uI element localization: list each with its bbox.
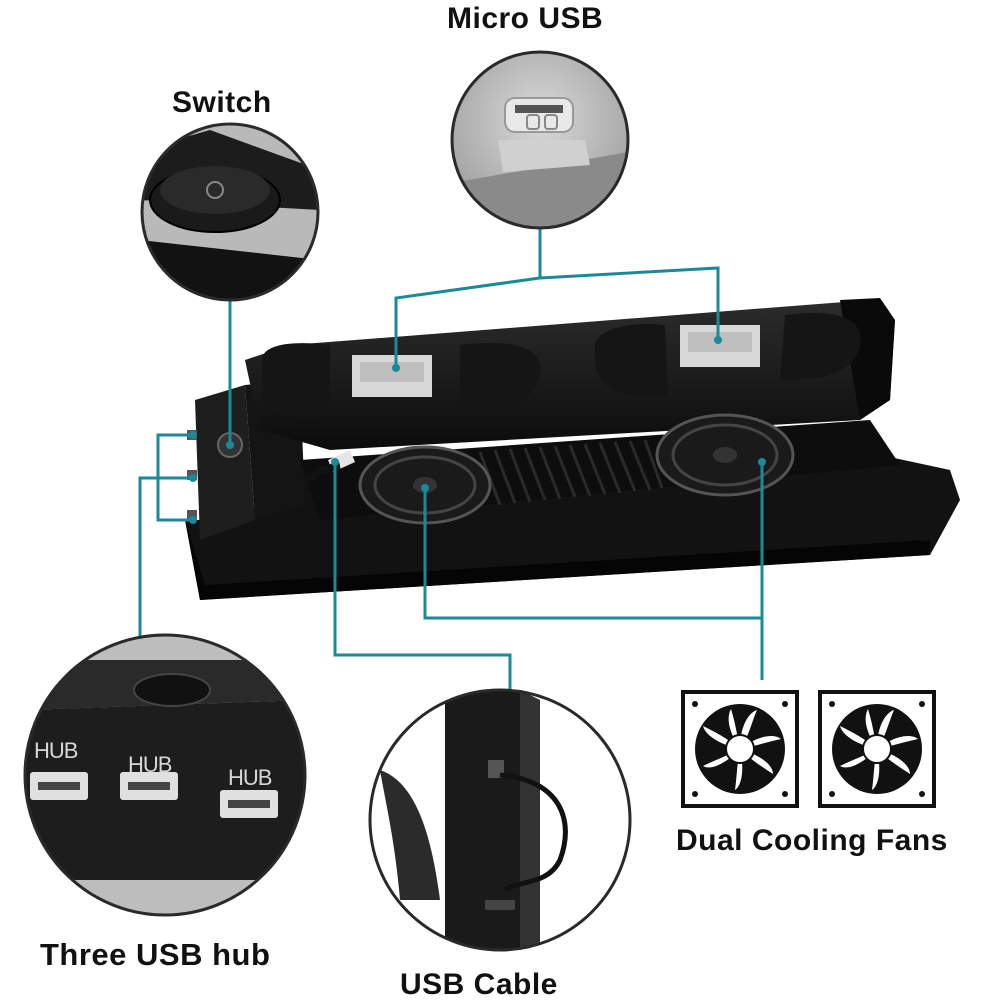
cooling-stand: [185, 298, 960, 600]
label-three-usb-hub: Three USB hub: [40, 937, 271, 972]
label-micro-usb: Micro USB: [447, 2, 604, 35]
controller-cradle-left: [262, 343, 541, 417]
callout-dots: [189, 336, 766, 524]
fan-icon-box-left: [681, 690, 799, 808]
fan-icon: [829, 701, 925, 797]
label-dual-cooling-fans: Dual Cooling Fans: [676, 824, 948, 857]
fan-icon: [692, 701, 788, 797]
fan-icon-box-right: [818, 690, 936, 808]
fan-right: [655, 413, 795, 497]
hub-port-label-3: HUB: [228, 765, 272, 790]
label-usb-cable: USB Cable: [400, 968, 558, 1001]
callout-lines: [138, 228, 764, 700]
hub-port-label-2: HUB: [128, 752, 172, 777]
zoom-micro-usb: [450, 50, 630, 230]
vent-grille: [478, 439, 664, 506]
zoom-switch: [140, 122, 320, 302]
zoom-hub: [23, 633, 307, 917]
controller-cradle-right: [594, 313, 861, 397]
hub-port-label-1: HUB: [34, 738, 78, 763]
label-switch: Switch: [172, 86, 272, 119]
zoom-usb-cable: [368, 688, 632, 952]
